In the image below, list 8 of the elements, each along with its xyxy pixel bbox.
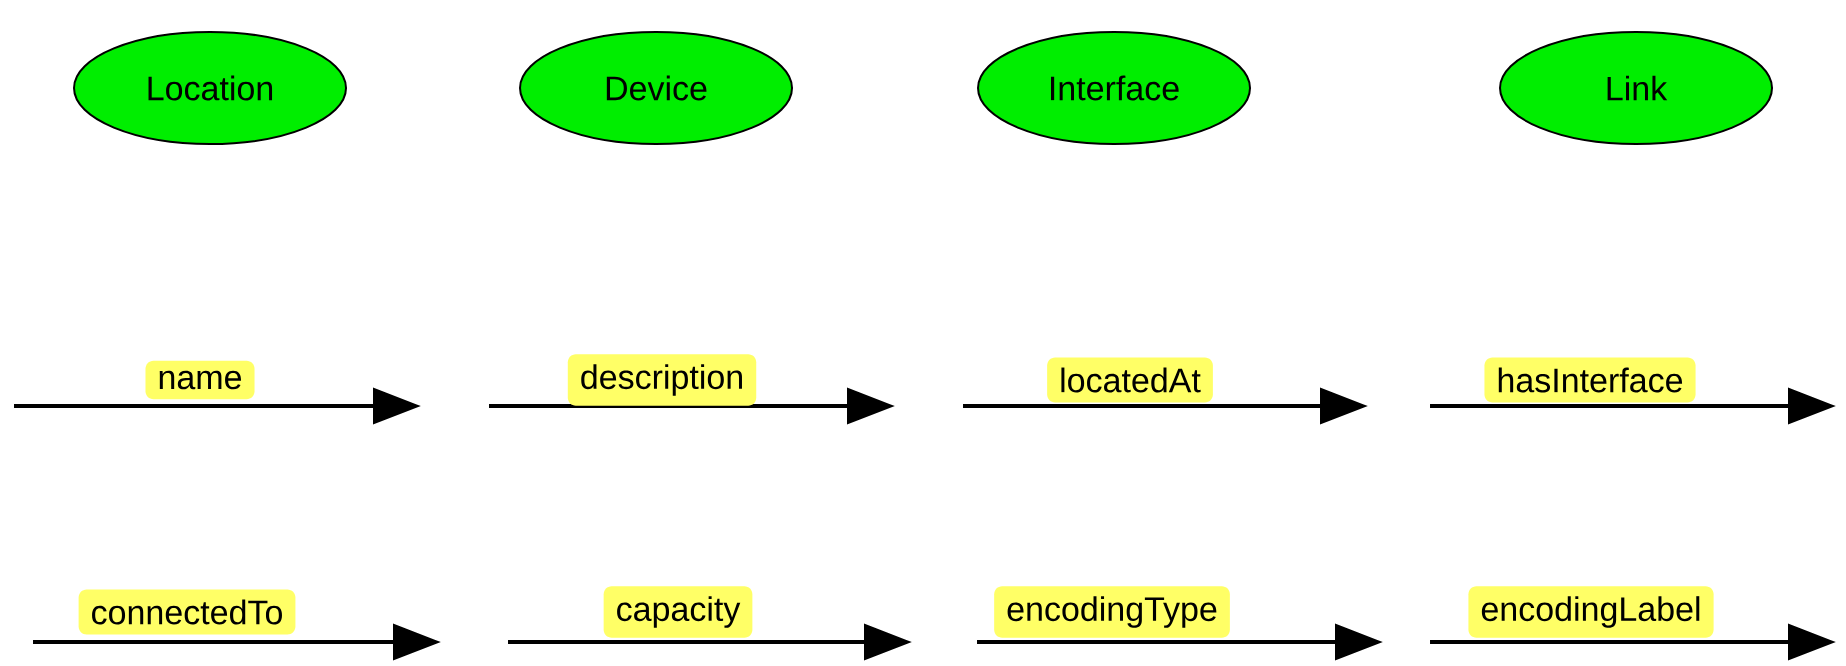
property-label: description [567,354,757,406]
property-label: name [145,360,255,400]
property-label: locatedAt [1047,357,1213,403]
property-label: encodingLabel [1468,586,1714,638]
property-label: hasInterface [1484,357,1696,403]
property-label: capacity [603,586,753,638]
property-label: connectedTo [78,589,296,635]
property-label: encodingType [994,586,1230,638]
